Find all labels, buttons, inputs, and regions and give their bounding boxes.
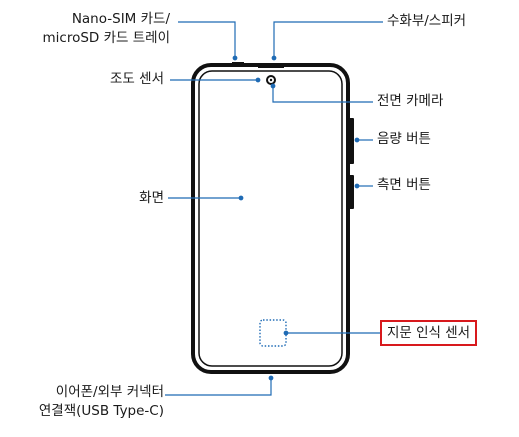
side-button-shape — [348, 175, 354, 209]
label-volume-button: 음량 버튼 — [377, 131, 431, 147]
label-sim-tray-line1: Nano-SIM 카드/ — [71, 11, 170, 27]
label-side-button: 측면 버튼 — [377, 177, 431, 193]
label-light-sensor: 조도 센서 — [110, 71, 164, 87]
sim-tray-slot — [232, 62, 244, 65]
phone-body-outline — [191, 63, 350, 374]
label-earpiece-line1: 이어폰/외부 커넥터 — [55, 384, 164, 400]
label-earpiece-connector: 이어폰/외부 커넥터 연결잭(USB Type-C) — [39, 383, 164, 421]
label-earpiece-line2: 연결잭(USB Type-C) — [38, 403, 164, 419]
label-fingerprint-sensor: 지문 인식 센서 — [380, 320, 478, 346]
receiver-slit — [258, 64, 284, 68]
label-sim-tray-line2: microSD 카드 트레이 — [42, 30, 170, 46]
screen-outline — [198, 70, 343, 367]
label-receiver-speaker: 수화부/스피커 — [387, 13, 467, 29]
leader-receiver — [273, 21, 383, 58]
label-screen: 화면 — [139, 190, 164, 206]
label-sim-tray: Nano-SIM 카드/ microSD 카드 트레이 — [43, 10, 170, 48]
label-front-camera: 전면 카메라 — [377, 93, 444, 109]
leader-front-camera — [272, 86, 373, 103]
leader-usb — [165, 378, 272, 396]
usb-connector-shape — [262, 370, 280, 374]
front-camera-icon — [266, 75, 276, 85]
volume-button-shape — [348, 118, 354, 164]
fingerprint-sensor-icon — [259, 319, 287, 347]
leader-lines — [165, 21, 383, 396]
leader-sim-tray — [178, 21, 236, 58]
